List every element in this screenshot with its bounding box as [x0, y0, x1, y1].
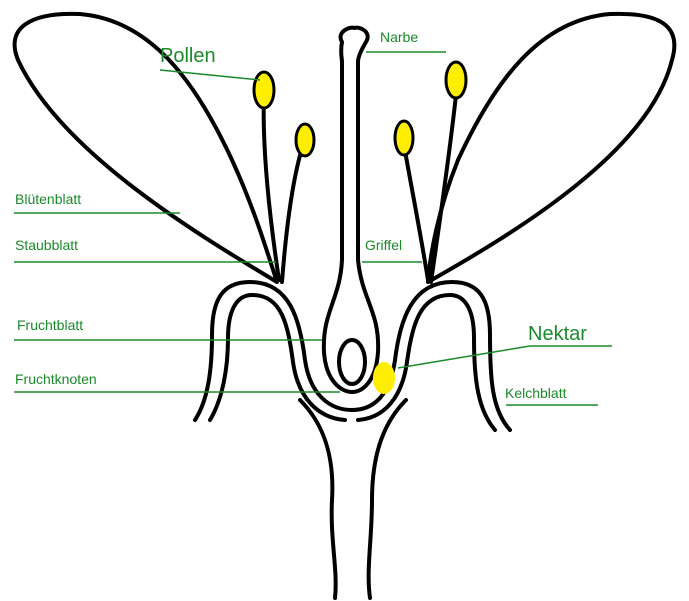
pollen-2 — [296, 124, 314, 156]
label-nektar: Nektar — [528, 324, 587, 344]
right-filament-outer — [431, 95, 456, 282]
nectar-drop — [373, 362, 395, 394]
label-narbe: Narbe — [380, 30, 418, 44]
ovule — [339, 340, 365, 384]
pollen-1 — [254, 72, 274, 108]
stem-right — [369, 400, 406, 598]
pollen-4 — [446, 62, 466, 98]
label-kelchblatt: Kelchblatt — [505, 386, 566, 400]
pistil-outline — [324, 28, 378, 392]
label-staubblatt: Staubblatt — [15, 238, 78, 252]
right-filament-inner — [404, 145, 428, 280]
leader-nektar — [398, 346, 530, 368]
label-fruchtknoten: Fruchtknoten — [15, 372, 97, 386]
leader-pollen — [160, 70, 260, 80]
label-griffel: Griffel — [365, 238, 402, 252]
right-petal — [428, 14, 674, 282]
label-pollen: Pollen — [160, 46, 216, 66]
left-filament-inner — [282, 145, 303, 282]
label-bluetenblatt: Blütenblatt — [15, 192, 81, 206]
label-fruchtblatt: Fruchtblatt — [17, 318, 83, 332]
stem-left — [300, 400, 336, 598]
pollen-3 — [395, 121, 413, 155]
